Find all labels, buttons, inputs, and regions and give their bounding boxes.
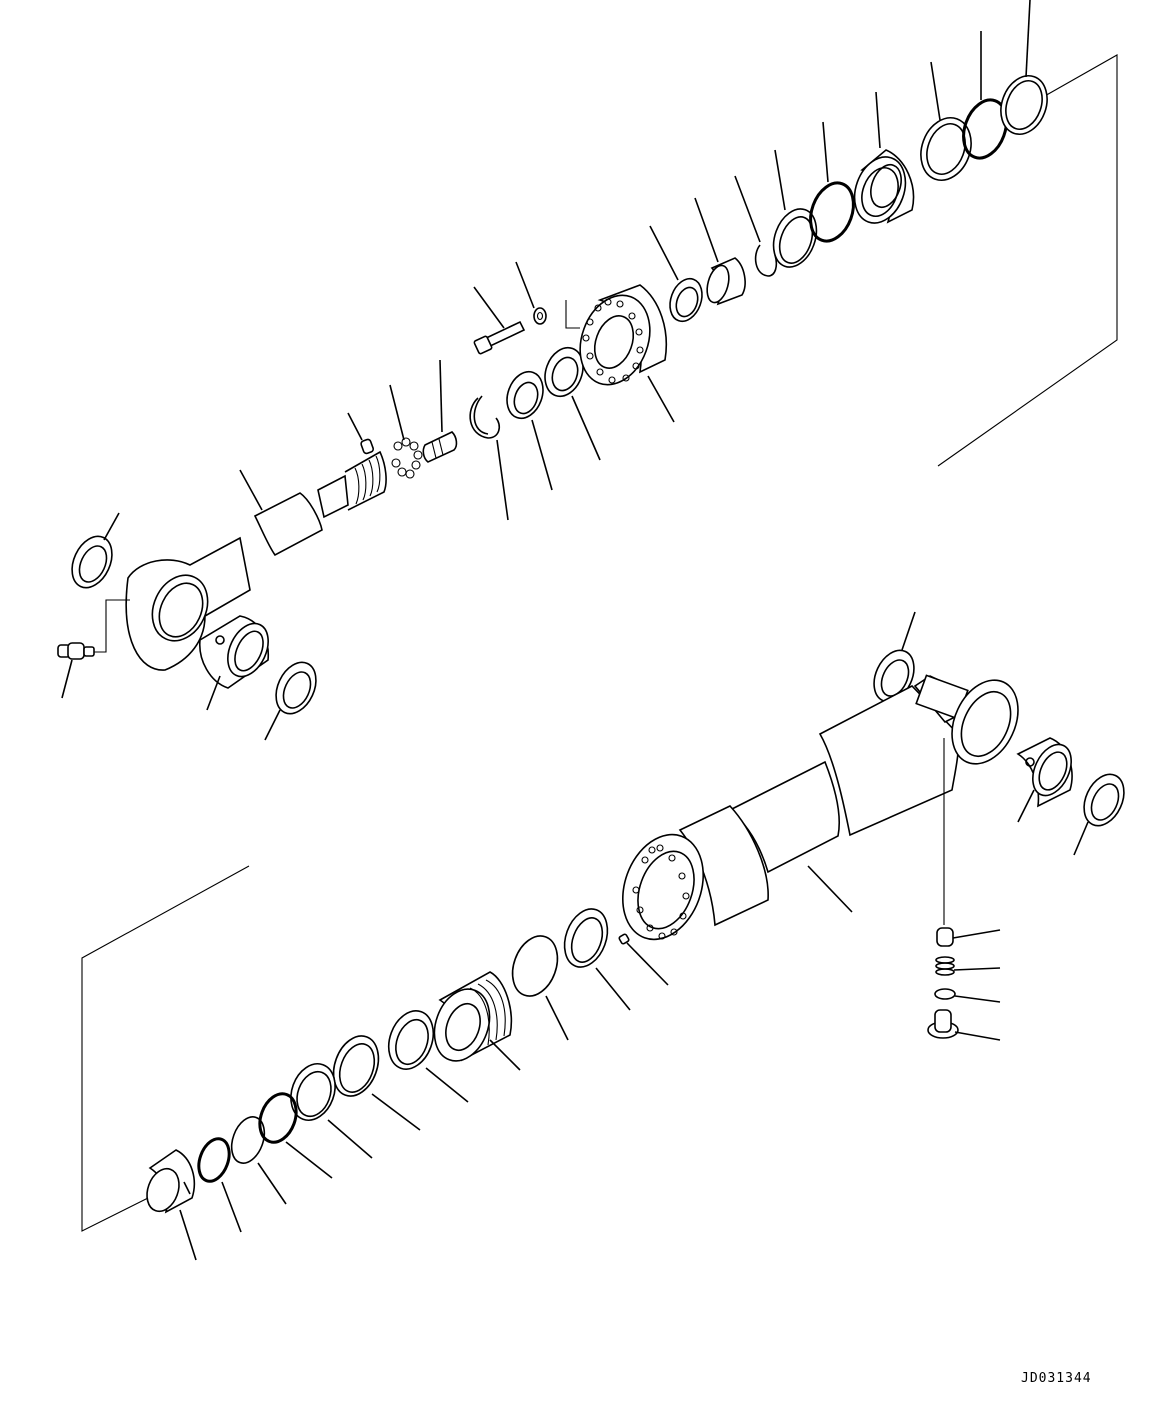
rod-end-seal-left: [71, 512, 120, 589]
head-bushing: [649, 225, 703, 323]
retaining-clip: [734, 175, 778, 277]
wear-ring-a: [563, 908, 631, 1011]
o-ring-b: [230, 1116, 287, 1205]
backup-ring: [772, 149, 818, 268]
washer: [515, 261, 547, 325]
check-valve-plug: [936, 927, 1001, 947]
piston: [433, 971, 521, 1071]
wear-ring-b: [511, 935, 569, 1041]
cylinder-tube: [621, 674, 1019, 941]
backup-ring-b: [258, 1092, 333, 1179]
piston-nut: [146, 1149, 197, 1261]
o-ring-c: [197, 1137, 242, 1233]
wear-ring-c: [332, 1035, 421, 1131]
grease-fitting: [57, 599, 130, 699]
o-ring: [809, 121, 855, 243]
rod-seal-packing: [853, 91, 915, 224]
set-screw: [347, 412, 375, 455]
bottom-seal-top: [873, 611, 916, 703]
snap-ring: [469, 395, 509, 521]
rod-nut-ring: [506, 370, 553, 491]
slipper-seal: [290, 1063, 373, 1159]
check-valve-body: [927, 1009, 1001, 1041]
wiper-o-ring: [962, 31, 1008, 160]
bolt: [473, 286, 526, 355]
drawing-id-label: JD031344: [1021, 1371, 1092, 1386]
check-valve-spring: [935, 956, 1001, 976]
tube-flange-holes: [632, 844, 690, 940]
dust-seal: [1000, 0, 1048, 135]
bushing-sleeve: [694, 197, 746, 306]
upper-frame-lines: [565, 54, 1118, 467]
rod-end-bushing: [199, 615, 269, 711]
set-pin: [618, 933, 669, 986]
bottom-bushing: [1016, 737, 1073, 823]
dust-seal-ring: [920, 61, 972, 181]
bottom-seal-right: [1073, 773, 1125, 856]
cylinder-head: [579, 284, 675, 423]
screw-plug: [422, 359, 458, 463]
steel-balls: [389, 384, 423, 479]
piston-rod: [125, 450, 387, 671]
head-bolt-holes: [582, 298, 644, 384]
piston-cushion-ring: [544, 346, 601, 461]
piston-ring: [387, 1010, 469, 1103]
rod-thread: [344, 450, 387, 511]
rod-end-seal-right: [264, 661, 317, 741]
lower-frame-lines: [81, 865, 250, 1232]
check-valve-o-ring: [934, 988, 1001, 1003]
